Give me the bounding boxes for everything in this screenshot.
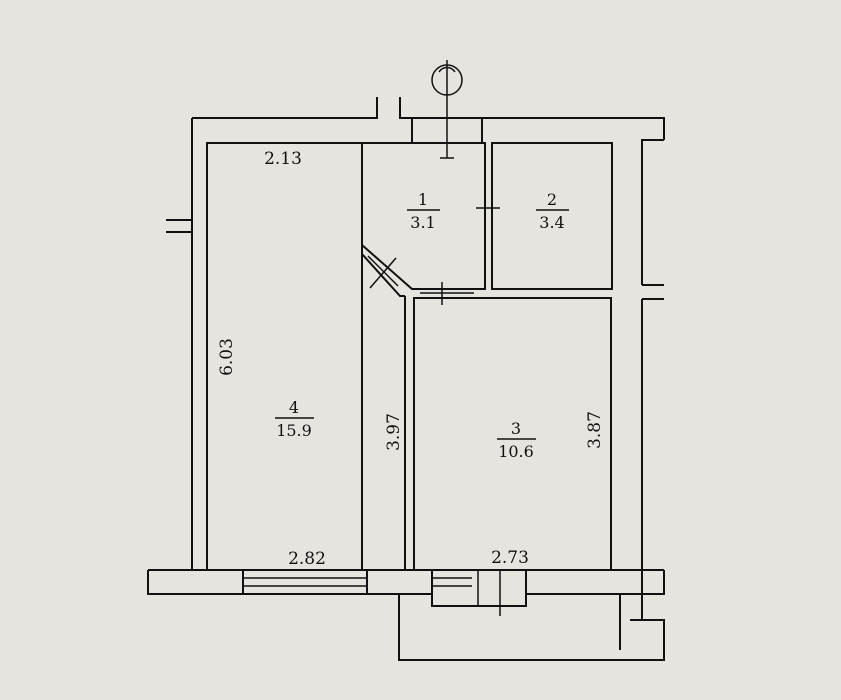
room-4-label: 4 15.9	[275, 398, 314, 440]
dimension-room3-right: 3.87	[585, 411, 605, 449]
dimension-room3-bottom: 2.73	[491, 548, 529, 568]
room-4-area: 15.9	[276, 421, 312, 440]
room-4-number: 4	[289, 398, 299, 417]
window-room-4	[242, 569, 368, 595]
room-2-number: 2	[547, 190, 557, 209]
dimension-room4-bottom: 2.82	[288, 549, 326, 569]
entrance-opening	[411, 100, 483, 159]
room-2-area: 3.4	[539, 213, 564, 232]
window-room-3	[431, 569, 527, 616]
room-2-label: 2 3.4	[536, 190, 569, 232]
door-marks	[367, 190, 500, 305]
room-1-number: 1	[418, 190, 428, 209]
room-3-number: 3	[511, 419, 521, 438]
room-1-area: 3.1	[410, 213, 435, 232]
room-1-label: 1 3.1	[407, 190, 440, 232]
compass-icon	[431, 60, 463, 100]
dimension-room4-left: 6.03	[217, 338, 237, 376]
dimension-room4-top: 2.13	[264, 149, 302, 169]
room-2-outline	[491, 142, 613, 290]
dimension-room4-right: 3.97	[384, 413, 404, 451]
room-1-outline	[361, 142, 486, 290]
room-3-label: 3 10.6	[497, 419, 536, 461]
room-3-area: 10.6	[498, 442, 534, 461]
